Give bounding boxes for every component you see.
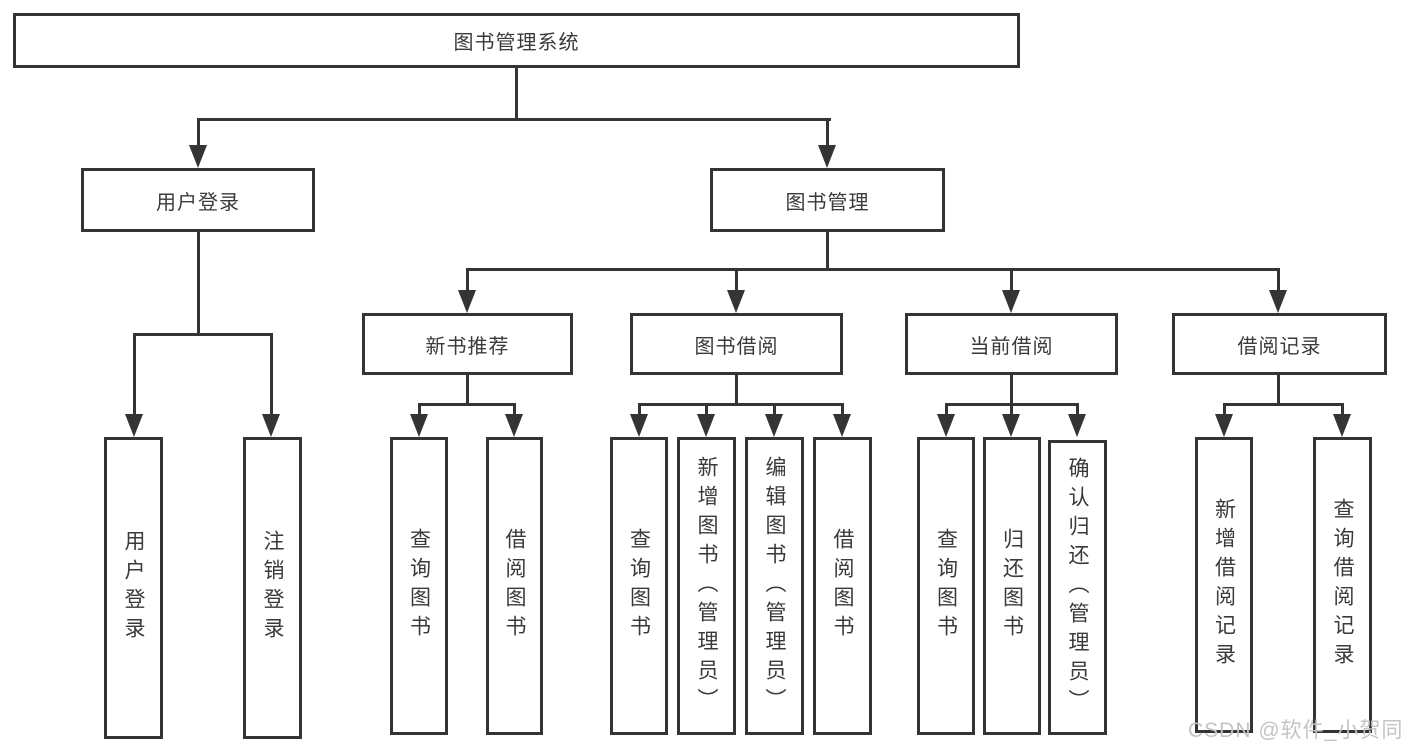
- leaf-confirm-return-admin-label: 确认归还（管理员）: [1066, 457, 1089, 718]
- leaf-borrow-books-label: 借阅图书: [831, 528, 854, 644]
- connector-vline: [1223, 403, 1226, 416]
- connector-vline: [466, 268, 469, 292]
- leaf-query-borrow-record-label: 查询借阅记录: [1331, 498, 1354, 672]
- connector-vline: [515, 68, 518, 120]
- node-borrow-records-label: 借阅记录: [1237, 335, 1322, 358]
- node-book-borrow-label: 图书借阅: [694, 335, 779, 358]
- connector-vline: [826, 232, 829, 271]
- connector-vline: [735, 268, 738, 292]
- leaf-query-books-borrow: 查询图书: [610, 437, 668, 735]
- connector-hline: [466, 268, 1280, 271]
- connector-arrowhead: [1068, 414, 1086, 437]
- connector-arrowhead: [697, 414, 715, 437]
- leaf-borrow-books-recommend: 借阅图书: [486, 437, 543, 735]
- connector-vline: [270, 333, 273, 415]
- connector-vline: [1010, 268, 1013, 292]
- node-current-borrow-label: 当前借阅: [969, 335, 1054, 358]
- leaf-add-borrow-record: 新增借阅记录: [1195, 437, 1253, 733]
- node-borrow-records: 借阅记录: [1172, 313, 1387, 375]
- connector-vline: [945, 403, 948, 416]
- connector-arrowhead: [1269, 290, 1287, 313]
- connector-vline: [466, 375, 469, 406]
- leaf-query-books-borrow-label: 查询图书: [627, 528, 651, 644]
- leaf-logout-label: 注销登录: [261, 530, 284, 646]
- connector-arrowhead: [262, 414, 280, 437]
- node-book-management-label: 图书管理: [785, 191, 870, 214]
- node-root-label: 图书管理系统: [453, 32, 580, 54]
- connector-vline: [735, 375, 738, 406]
- connector-hline: [1223, 403, 1344, 406]
- connector-hline: [418, 403, 516, 406]
- node-new-book-recommend: 新书推荐: [362, 313, 573, 375]
- leaf-add-book-admin: 新增图书（管理员）: [677, 437, 736, 735]
- connector-arrowhead: [1002, 290, 1020, 313]
- connector-vline: [513, 403, 516, 416]
- connector-arrowhead: [937, 414, 955, 437]
- connector-vline: [197, 118, 200, 147]
- node-root: 图书管理系统: [13, 13, 1020, 68]
- connector-vline: [197, 232, 200, 336]
- connector-vline: [1010, 403, 1013, 416]
- leaf-query-borrow-record: 查询借阅记录: [1313, 437, 1372, 733]
- leaf-return-book-label: 归还图书: [1000, 528, 1024, 644]
- connector-vline: [1341, 403, 1344, 416]
- leaf-edit-book-admin-label: 编辑图书（管理员）: [763, 455, 786, 717]
- connector-arrowhead: [458, 290, 476, 313]
- connector-vline: [826, 118, 829, 147]
- node-user-login-label: 用户登录: [156, 191, 240, 214]
- connector-vline: [1076, 403, 1079, 416]
- connector-arrowhead: [410, 414, 428, 437]
- connector-vline: [1277, 375, 1280, 406]
- connector-hline: [197, 118, 831, 121]
- connector-arrowhead: [833, 414, 851, 437]
- leaf-logout: 注销登录: [243, 437, 302, 739]
- node-current-borrow: 当前借阅: [905, 313, 1118, 375]
- connector-arrowhead: [727, 290, 745, 313]
- connector-arrowhead: [125, 414, 143, 437]
- connector-vline: [1010, 375, 1013, 406]
- watermark: CSDN @软件_小贺同学: [1188, 719, 1405, 742]
- node-new-book-recommend-label: 新书推荐: [425, 335, 510, 358]
- connector-arrowhead: [1333, 414, 1351, 437]
- leaf-edit-book-admin: 编辑图书（管理员）: [745, 437, 804, 735]
- leaf-confirm-return-admin: 确认归还（管理员）: [1048, 440, 1107, 735]
- node-book-management: 图书管理: [710, 168, 945, 232]
- leaf-borrow-books: 借阅图书: [813, 437, 872, 735]
- connector-vline: [418, 403, 421, 416]
- connector-hline: [638, 403, 844, 406]
- connector-vline: [705, 403, 708, 416]
- leaf-add-borrow-record-label: 新增借阅记录: [1212, 498, 1236, 672]
- connector-hline: [133, 333, 273, 336]
- node-book-borrow: 图书借阅: [630, 313, 843, 375]
- connector-vline: [1277, 268, 1280, 292]
- leaf-query-books-current-label: 查询图书: [934, 528, 958, 644]
- connector-vline: [638, 403, 641, 416]
- connector-arrowhead: [189, 145, 207, 168]
- connector-arrowhead: [1002, 414, 1020, 437]
- leaf-add-book-admin-label: 新增图书（管理员）: [695, 455, 718, 717]
- connector-vline: [841, 403, 844, 416]
- leaf-borrow-books-recommend-label: 借阅图书: [503, 528, 526, 644]
- connector-arrowhead: [818, 145, 836, 168]
- leaf-return-book: 归还图书: [983, 437, 1041, 735]
- leaf-user-login: 用户登录: [104, 437, 163, 739]
- connector-vline: [133, 333, 136, 415]
- leaf-user-login-label: 用户登录: [122, 530, 145, 646]
- connector-arrowhead: [505, 414, 523, 437]
- connector-arrowhead: [1215, 414, 1233, 437]
- leaf-query-books-recommend: 查询图书: [390, 437, 448, 735]
- connector-arrowhead: [630, 414, 648, 437]
- connector-arrowhead: [765, 414, 783, 437]
- node-user-login: 用户登录: [81, 168, 315, 232]
- leaf-query-books-recommend-label: 查询图书: [407, 528, 431, 644]
- leaf-query-books-current: 查询图书: [917, 437, 975, 735]
- connector-vline: [773, 403, 776, 416]
